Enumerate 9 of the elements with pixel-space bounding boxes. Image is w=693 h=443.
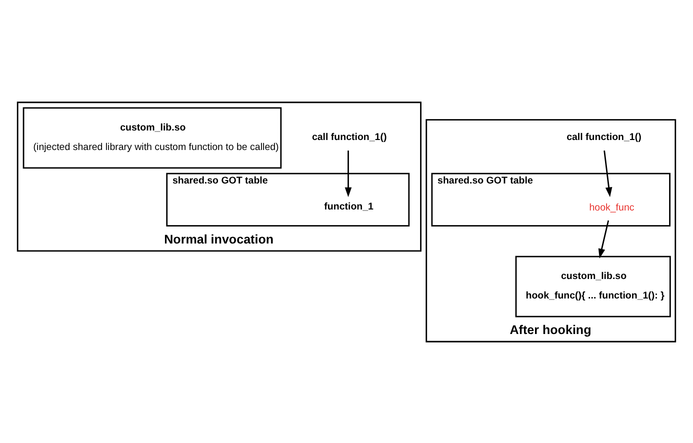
node-text: function_1 (324, 201, 374, 212)
arrow (604, 150, 612, 197)
node-box: custom_lib.so hook_func(){ ... function_1(): } (515, 255, 671, 317)
arrow (598, 220, 610, 258)
node-box: custom_lib.so (injected shared library with custom function to be called) (22, 106, 282, 168)
node-text: call function_1() (312, 131, 387, 142)
node-text: call function_1() (566, 131, 642, 142)
node-text: hook_func (589, 202, 634, 213)
arrow (344, 150, 352, 197)
